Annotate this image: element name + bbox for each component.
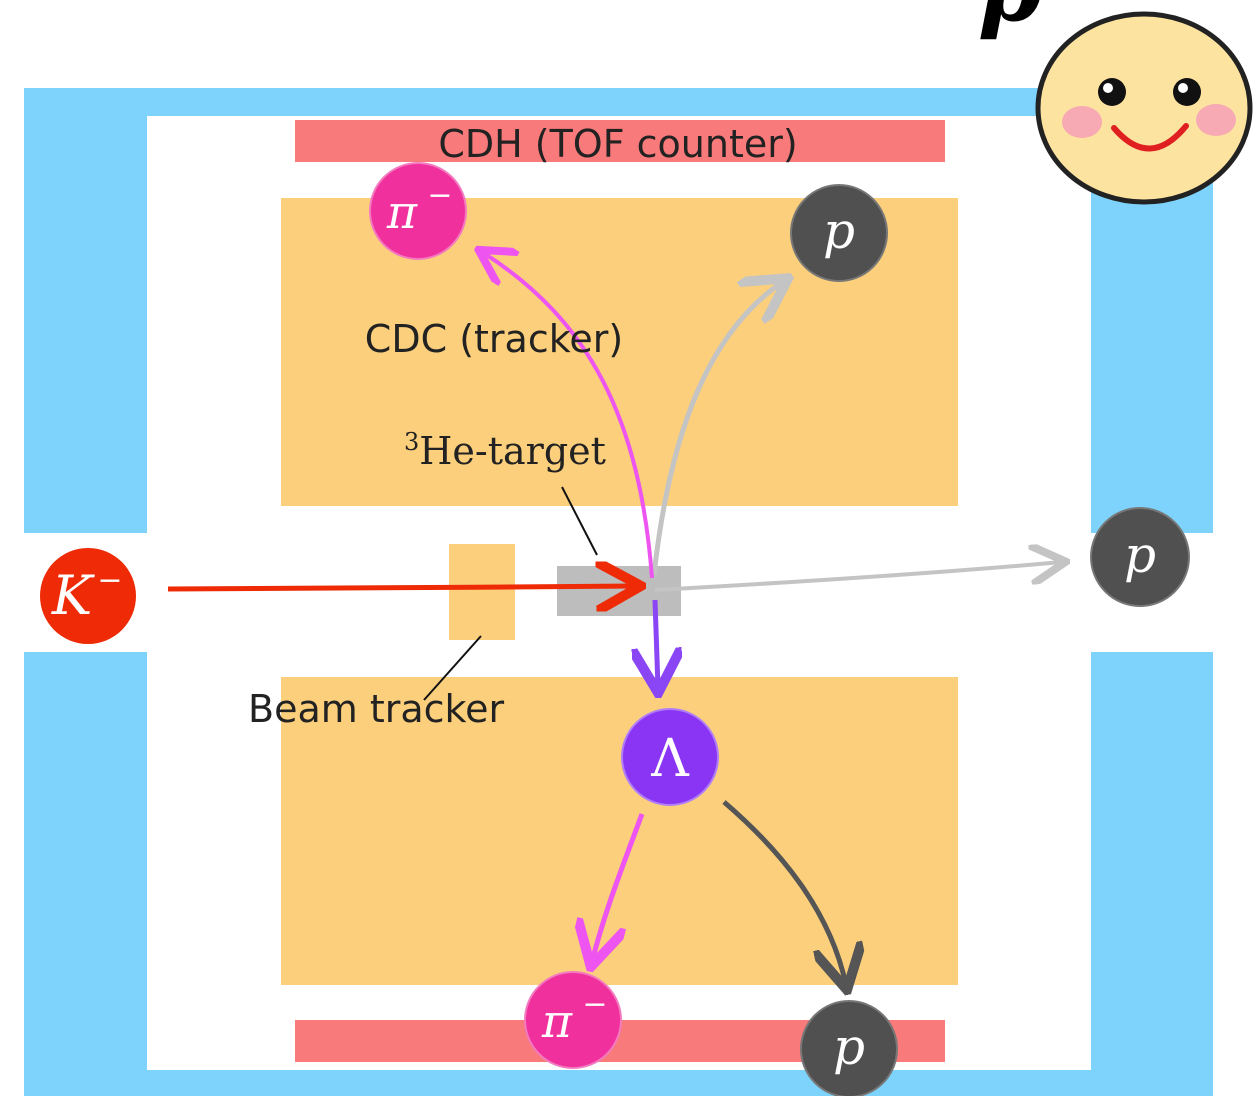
pion-top-symbol: π — [386, 185, 418, 239]
magnet-lower — [24, 652, 1213, 1096]
target-leader-line — [561, 486, 598, 556]
target-label-text: He-target — [419, 429, 606, 473]
target-label-sup: 3 — [404, 428, 419, 456]
cdh-label: CDH (TOF counter) — [438, 122, 797, 166]
tracks — [167, 252, 1062, 985]
lambda-particle: Λ — [621, 708, 719, 806]
smiley-right-eye — [1173, 78, 1201, 106]
pion-bottom-symbol: π — [541, 994, 573, 1048]
kaon-track — [167, 586, 636, 589]
smiley-left-eye-shine — [1103, 83, 1113, 93]
beam-tracker-block — [449, 544, 515, 640]
pion-up-track — [482, 252, 654, 579]
smiley-sticker — [1035, 11, 1253, 205]
target-label: 3He-target — [404, 428, 606, 473]
proton-top-symbol: p — [823, 202, 855, 260]
beam-tracker-label: Beam tracker — [248, 687, 505, 731]
cdh-top-bar — [295, 120, 945, 162]
pion-down-track — [592, 813, 645, 962]
proton-up-track — [651, 281, 784, 576]
pion-bottom-charge: − — [582, 987, 607, 1022]
pion-top-charge: − — [427, 178, 452, 213]
lambda-symbol: Λ — [650, 729, 690, 789]
kaon-symbol: K — [51, 564, 95, 627]
smiley-left-eye — [1098, 78, 1126, 106]
beam-tracker-leader-line — [423, 635, 482, 701]
pion-top-particle: π − — [369, 162, 467, 260]
smiley-right-cheek — [1196, 104, 1236, 136]
kaon-particle: K − — [40, 548, 136, 644]
proton-bottom-particle: p — [800, 1000, 898, 1096]
kaon-charge: − — [97, 563, 122, 598]
pion-bottom-particle: π − — [524, 971, 622, 1069]
proton-beam-track — [654, 562, 1062, 592]
smiley-left-cheek — [1062, 106, 1102, 138]
smiley-mouth — [1111, 123, 1189, 152]
proton-right-symbol: p — [1124, 526, 1156, 584]
proton-top-particle: p — [790, 184, 888, 282]
proton-bottom-symbol: p — [833, 1018, 865, 1076]
proton-right-particle: p — [1090, 507, 1190, 607]
title-fragment: p — [978, 0, 1042, 42]
proton-down-track — [722, 800, 846, 985]
lambda-track — [655, 599, 658, 688]
smiley-right-eye-shine — [1178, 83, 1188, 93]
cdc-label: CDC (tracker) — [365, 317, 623, 361]
